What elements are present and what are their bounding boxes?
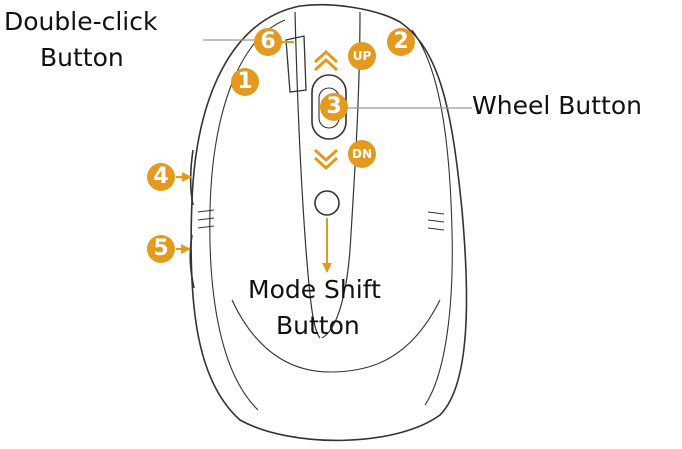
double-click-label-line1: Double-click: [4, 8, 157, 36]
mouse-body-outline: [191, 5, 466, 441]
badge-1: 1: [231, 68, 259, 96]
badge-4: 4: [147, 163, 175, 191]
badge-dn: DN: [348, 140, 376, 168]
badge-5: 5: [147, 235, 175, 263]
chevron-up-icon: [315, 52, 337, 70]
double-click-label-line2: Button: [40, 44, 124, 72]
left-grip-lines: [198, 210, 214, 228]
mode-shift-button-shape: [315, 191, 339, 215]
badge-up: UP: [348, 42, 376, 70]
wheel-button-label: Wheel Button: [472, 92, 642, 120]
chevron-down-icon: [315, 150, 337, 168]
right-grip-lines: [428, 212, 444, 230]
mode-shift-label-line2: Button: [276, 312, 360, 340]
badge-3: 3: [320, 93, 348, 121]
side-button-back-shape: [190, 235, 194, 288]
badge-6: 6: [254, 28, 282, 56]
badge-2: 2: [387, 28, 415, 56]
mode-shift-label-line1: Mode Shift: [248, 276, 381, 304]
